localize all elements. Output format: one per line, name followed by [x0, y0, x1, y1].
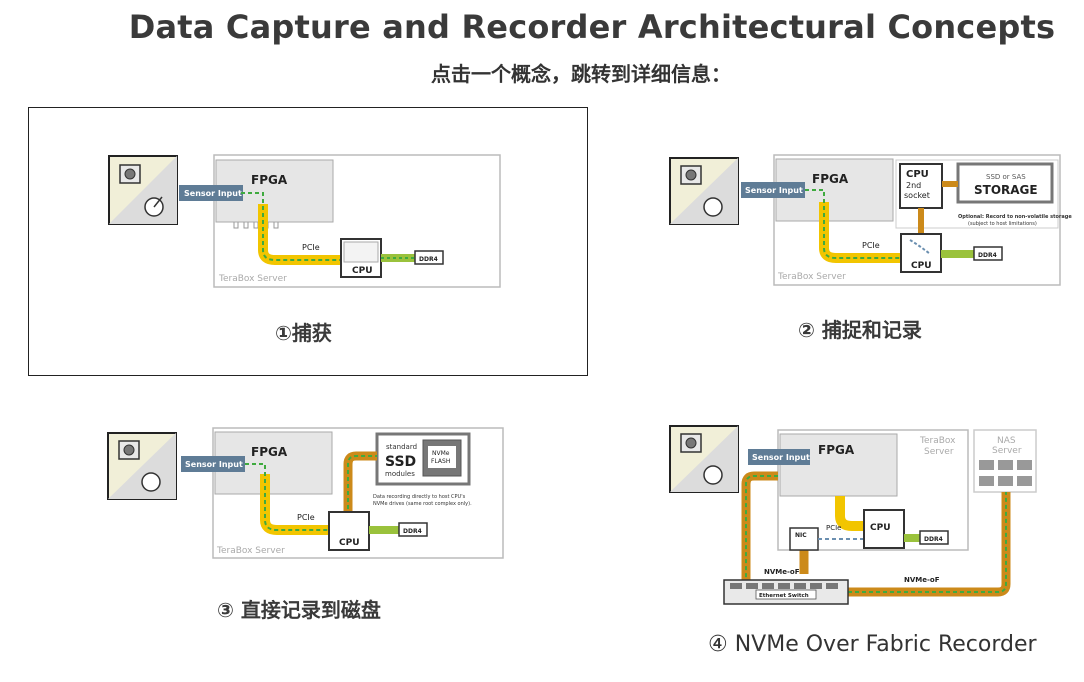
ddr4-label: DDR4 [419, 256, 438, 263]
server-label: TeraBox Server [777, 272, 846, 282]
concept-direct-disk-link[interactable]: TeraBox Server FPGA Sensor Input standar… [105, 426, 505, 626]
ddr4-label: DDR4 [924, 536, 943, 543]
standard-label: standard [386, 443, 417, 451]
pcie-label: PCIe [862, 241, 880, 250]
ddr4-label: DDR4 [403, 528, 422, 535]
capture-diagram: TeraBox Server FPGA Sensor Input PCIe CP… [108, 154, 501, 288]
cpu2-label: CPU [906, 169, 929, 180]
ddr4-module [414, 250, 444, 265]
direct-disk-diagram: TeraBox Server FPGA Sensor Input standar… [107, 427, 504, 559]
sensor-source-icon [669, 425, 739, 493]
flash-label: FLASH [431, 458, 450, 465]
ssd-label: SSD [385, 454, 416, 470]
terabox-label: TeraBox [919, 436, 956, 446]
sensor-input-label: Sensor Input [185, 460, 243, 469]
fpga-label: FPGA [812, 172, 849, 186]
sensor-source-icon [107, 432, 177, 500]
sensor-input-label: Sensor Input [752, 453, 810, 462]
concept-capture-record-link[interactable]: TeraBox Server FPGA Sensor Input CPU 2nd… [668, 150, 1072, 345]
modules-label: modules [385, 470, 415, 478]
cpu-chip [863, 509, 905, 549]
concept-caption: ③ 直接记录到磁盘 [217, 598, 381, 622]
page-title: Data Capture and Recorder Architectural … [128, 8, 1056, 46]
ddr4-module [919, 530, 949, 545]
cpu-chip [328, 511, 370, 551]
cpu-label: CPU [339, 538, 360, 548]
direct-note-2: NVMe drives (same root complex only). [373, 501, 472, 507]
fpga-label: FPGA [818, 443, 855, 457]
storage-label: STORAGE [974, 183, 1038, 197]
fpga-label: FPGA [251, 445, 288, 459]
optional-note-2: (subject to host limitations) [968, 221, 1037, 227]
pcie-label: PCIe [302, 243, 320, 252]
pcie-path [835, 496, 878, 531]
pcie-label: PCIe [297, 513, 315, 522]
cpu-label: CPU [870, 523, 891, 533]
cpu2-2nd-label: 2nd [906, 181, 921, 190]
page-subtitle: 点击一个概念，跳转到详细信息： [431, 62, 731, 86]
sensor-input-tab [748, 449, 810, 465]
concept-capture-link[interactable]: TeraBox Server FPGA Sensor Input PCIe CP… [28, 107, 588, 376]
pcie-label: PCIe [826, 524, 841, 532]
ssd-sas-label: SSD or SAS [986, 173, 1026, 181]
nic-label: NIC [795, 532, 807, 539]
nvme-of-diagram: TeraBox Server FPGA Sensor Input NAS Ser… [669, 425, 1037, 605]
nvme-of-label-right: NVMe-oF [904, 576, 940, 584]
server-label: Server [924, 447, 954, 457]
concept-caption: ② 捕捉和记录 [798, 318, 922, 342]
sensor-input-tab [181, 456, 245, 472]
cpu2-socket-label: socket [904, 191, 930, 200]
nvme-of-label-left: NVMe-oF [764, 568, 800, 576]
cpu-label: CPU [911, 261, 932, 271]
sensor-input-tab [179, 185, 243, 201]
cpu-label: CPU [352, 266, 373, 276]
ddr4-label: DDR4 [978, 252, 997, 259]
concept-caption: ①捕获 [275, 321, 332, 345]
cpu-chip [900, 233, 942, 273]
sensor-source-icon [669, 157, 739, 225]
nas-server-label: Server [992, 446, 1022, 456]
capture-record-diagram: TeraBox Server FPGA Sensor Input CPU 2nd… [669, 154, 1072, 286]
nvme-label: NVMe [432, 450, 450, 457]
ddr4-module [398, 522, 428, 537]
optional-note-1: Optional: Record to non-volatile storage [958, 214, 1072, 220]
fpga-label: FPGA [251, 173, 288, 187]
concept-caption: ④ NVMe Over Fabric Recorder [708, 632, 1037, 657]
sensor-input-label: Sensor Input [745, 186, 803, 195]
server-label: TeraBox Server [216, 546, 285, 556]
direct-note-1: Data recording directly to host CPU's [373, 494, 466, 500]
sensor-source-icon [108, 155, 178, 225]
concept-nvme-of-link[interactable]: TeraBox Server FPGA Sensor Input NAS Ser… [668, 424, 1072, 664]
server-label: TeraBox Server [218, 274, 287, 284]
ethernet-switch-label: Ethernet Switch [759, 593, 809, 599]
ddr4-module [973, 246, 1003, 261]
sensor-input-tab [741, 182, 805, 198]
nas-label: NAS [997, 436, 1016, 446]
sensor-input-label: Sensor Input [184, 189, 242, 198]
